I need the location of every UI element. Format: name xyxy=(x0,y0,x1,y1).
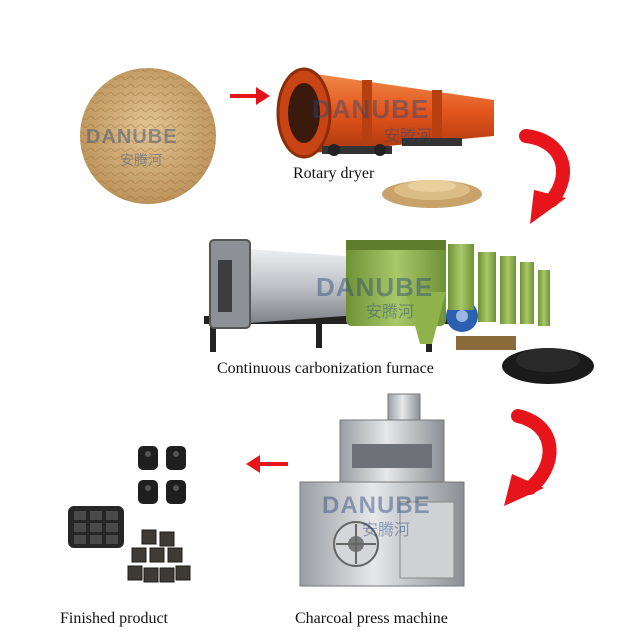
watermark-cn: 安腾河 xyxy=(366,302,415,321)
charcoal-powder-image xyxy=(502,348,594,384)
briquette-tray-image xyxy=(68,506,124,548)
sawdust-pile-image xyxy=(382,180,482,208)
watermark-brand: DANUBE xyxy=(312,94,430,124)
watermark-cn: 安腾河 xyxy=(120,153,162,169)
watermark-cn: 安腾河 xyxy=(384,126,433,145)
step-label-carbonization-furnace: Continuous carbonization furnace xyxy=(217,360,434,377)
step-label-charcoal-press-machine: Charcoal press machine xyxy=(295,610,448,627)
watermark-brand: DANUBE xyxy=(316,272,434,302)
arrow-left-icon xyxy=(246,455,288,473)
arrow-right-icon xyxy=(230,87,270,105)
hexagonal-briquettes-image xyxy=(138,446,186,504)
watermark-brand: DANUBE xyxy=(86,126,178,148)
watermark-brand: DANUBE xyxy=(322,492,431,519)
step-label-rotary-dryer: Rotary dryer xyxy=(293,165,375,182)
watermark-cn: 安腾河 xyxy=(362,520,411,539)
carbonization-furnace-image: DANUBE 安腾河 xyxy=(196,232,556,364)
cube-briquettes-image xyxy=(127,529,191,583)
arrow-curved-down-icon xyxy=(504,409,557,506)
step-label-finished-product: Finished product xyxy=(60,610,168,627)
raw-sawdust-image: DANUBE 安腾河 xyxy=(78,66,218,206)
arrow-curved-down-icon xyxy=(519,129,570,224)
rotary-dryer-image: DANUBE 安腾河 xyxy=(272,58,504,168)
charcoal-press-machine-image: DANUBE 安腾河 xyxy=(292,392,472,592)
